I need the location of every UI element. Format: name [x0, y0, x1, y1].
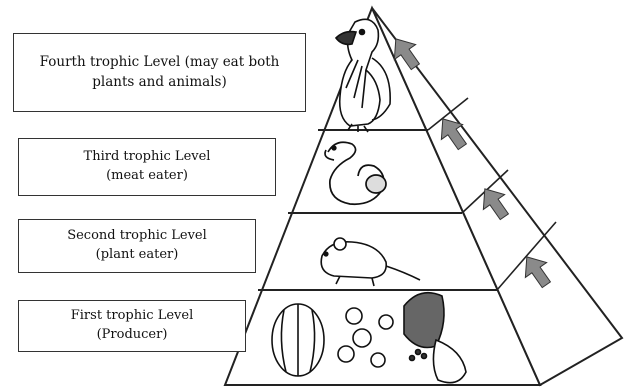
level-3-label-line1: Third trophic Level [83, 149, 211, 165]
energy-arrow-icon [482, 188, 510, 221]
snake-icon [324, 141, 387, 206]
level-1-label-line1: First trophic Level [70, 308, 194, 324]
side-divider-2-1 [496, 221, 557, 291]
level-1-label-line2: (Producer) [96, 327, 168, 342]
level-1-label: First trophic Level (Producer) [18, 300, 246, 352]
side-divider-4-3 [427, 97, 469, 131]
level-2-label: Second trophic Level (plant eater) [18, 219, 256, 273]
energy-arrow-icon [393, 38, 421, 71]
rat-icon [320, 237, 421, 287]
level-3-label: Third trophic Level (meat eater) [18, 138, 276, 196]
energy-arrow-icon [440, 118, 468, 151]
eagle-icon [334, 18, 391, 133]
level-2-label-line2: (plant eater) [95, 247, 179, 262]
level-4-label-line2: plants and animals) [92, 73, 227, 90]
level-2-label-line1: Second trophic Level [67, 228, 207, 244]
level-3-label-line2: (meat eater) [106, 168, 188, 183]
energy-arrow-icon [524, 256, 552, 289]
level-4-label-line1: Fourth trophic Level (may eat both [39, 53, 280, 70]
level-4-label: Fourth trophic Level (may eat both plant… [13, 33, 306, 112]
plant-icon [271, 291, 467, 384]
